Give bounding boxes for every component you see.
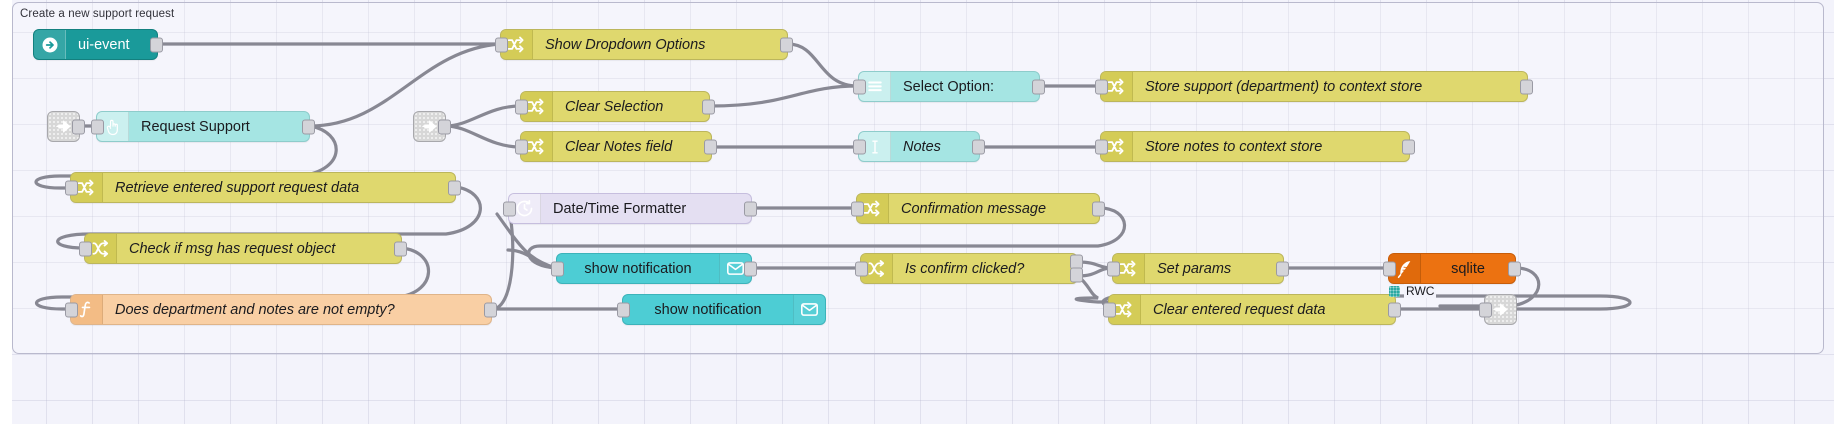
node-confirmation-message[interactable]: Confirmation message [851,193,1105,224]
port-in[interactable] [79,241,92,256]
port-in[interactable] [1383,261,1396,276]
port-out-2[interactable] [1070,267,1083,283]
port-in[interactable] [851,201,864,216]
node-show-notification-confirm[interactable]: show notification [551,253,757,284]
node-label: ui-event [78,36,130,53]
node-set-params[interactable]: Set params [1107,253,1289,284]
node-show-notification-error[interactable]: show notification [617,294,826,325]
node-request-support[interactable]: Request Support [91,111,315,142]
port-in[interactable] [853,139,866,154]
port-in[interactable] [91,119,104,134]
port-in[interactable] [617,302,630,317]
node-label: sqlite [1451,260,1485,277]
node-label: Notes [903,138,941,155]
port-in[interactable] [495,37,508,52]
status-dot-icon [1389,285,1400,297]
node-label: Date/Time Formatter [553,200,687,217]
port-in[interactable] [855,261,868,276]
port-in[interactable] [1103,302,1116,317]
port-in[interactable] [551,261,564,276]
node-sqlite[interactable]: sqlite [1383,253,1521,284]
node-label: Store notes to context store [1145,138,1323,155]
node-debug-output[interactable] [1479,294,1517,325]
subflow-input-port-1[interactable] [47,111,85,142]
port-in[interactable] [515,99,528,114]
port-in[interactable] [65,302,78,317]
port-in[interactable] [503,201,516,216]
port-out[interactable] [744,201,757,216]
port-out[interactable] [704,139,717,154]
port-out[interactable] [448,180,461,195]
node-ui-event[interactable]: ui-event [33,29,163,60]
port-out[interactable] [1520,79,1533,94]
subflow-input-icon [422,120,437,133]
page-margin-right [1834,0,1848,424]
port-out[interactable] [780,37,793,52]
sqlite-status: RWC [1389,284,1437,298]
node-label: Set params [1157,260,1232,277]
node-label: Is confirm clicked? [905,260,1025,277]
node-label: Does department and notes are not empty? [115,301,395,318]
clock-icon [509,194,541,223]
node-label: Clear entered request data [1153,301,1326,318]
arrow-right-circle-icon [34,30,66,59]
node-clear-selection[interactable]: Clear Selection [515,91,715,122]
node-label: Check if msg has request object [129,240,336,257]
envelope-icon [793,295,825,324]
node-label: Retrieve entered support request data [115,179,360,196]
port-out[interactable] [972,139,985,154]
port-out[interactable] [744,261,757,276]
port-in[interactable] [1095,79,1108,94]
port-in[interactable] [65,180,78,195]
status-text: RWC [1404,284,1437,298]
node-does-department-and-notes-not-empty[interactable]: Does department and notes are not empty? [65,294,497,325]
node-clear-notes-field[interactable]: Clear Notes field [515,131,717,162]
node-label: Confirmation message [901,200,1047,217]
page-margin-left [0,0,12,424]
node-is-confirm-clicked[interactable]: Is confirm clicked? [855,253,1083,284]
node-clear-entered-request-data[interactable]: Clear entered request data [1103,294,1401,325]
node-store-support-to-context[interactable]: Store support (department) to context st… [1095,71,1533,102]
port-out[interactable] [484,302,497,317]
debug-icon [1493,303,1508,316]
port-out[interactable] [1092,201,1105,216]
port-out[interactable] [1402,139,1415,154]
port-in[interactable] [1107,261,1120,276]
node-label: Store support (department) to context st… [1145,78,1423,95]
port-in[interactable] [515,139,528,154]
node-check-msg-request-object[interactable]: Check if msg has request object [79,233,407,264]
group-label: Create a new support request [20,8,175,20]
port-in[interactable] [853,79,866,94]
node-label: Clear Selection [565,98,664,115]
port-out[interactable] [1388,302,1401,317]
node-show-dropdown-options[interactable]: Show Dropdown Options [495,29,793,60]
port-in[interactable] [1095,139,1108,154]
subflow-input-icon [56,120,71,133]
node-label: show notification [584,260,692,277]
node-label: Request Support [141,118,250,135]
node-label: Show Dropdown Options [545,36,706,53]
node-retrieve-request-data[interactable]: Retrieve entered support request data [65,172,461,203]
port-out[interactable] [1276,261,1289,276]
node-label: show notification [654,301,762,318]
node-select-option[interactable]: Select Option: [853,71,1045,102]
node-notes[interactable]: Notes [853,131,985,162]
port-out-1[interactable] [1070,254,1083,270]
port-in[interactable] [1479,302,1492,317]
node-store-notes-to-context[interactable]: Store notes to context store [1095,131,1415,162]
port-out[interactable] [1508,261,1521,276]
node-label: Select Option: [903,78,995,95]
port-out[interactable] [702,99,715,114]
node-date-time-formatter[interactable]: Date/Time Formatter [503,193,757,224]
port-out[interactable] [394,241,407,256]
port-out[interactable] [72,119,85,134]
subflow-input-port-2[interactable] [413,111,451,142]
port-out[interactable] [150,37,163,52]
node-label: Clear Notes field [565,138,673,155]
port-out[interactable] [302,119,315,134]
port-out[interactable] [1032,79,1045,94]
port-out[interactable] [438,119,451,134]
